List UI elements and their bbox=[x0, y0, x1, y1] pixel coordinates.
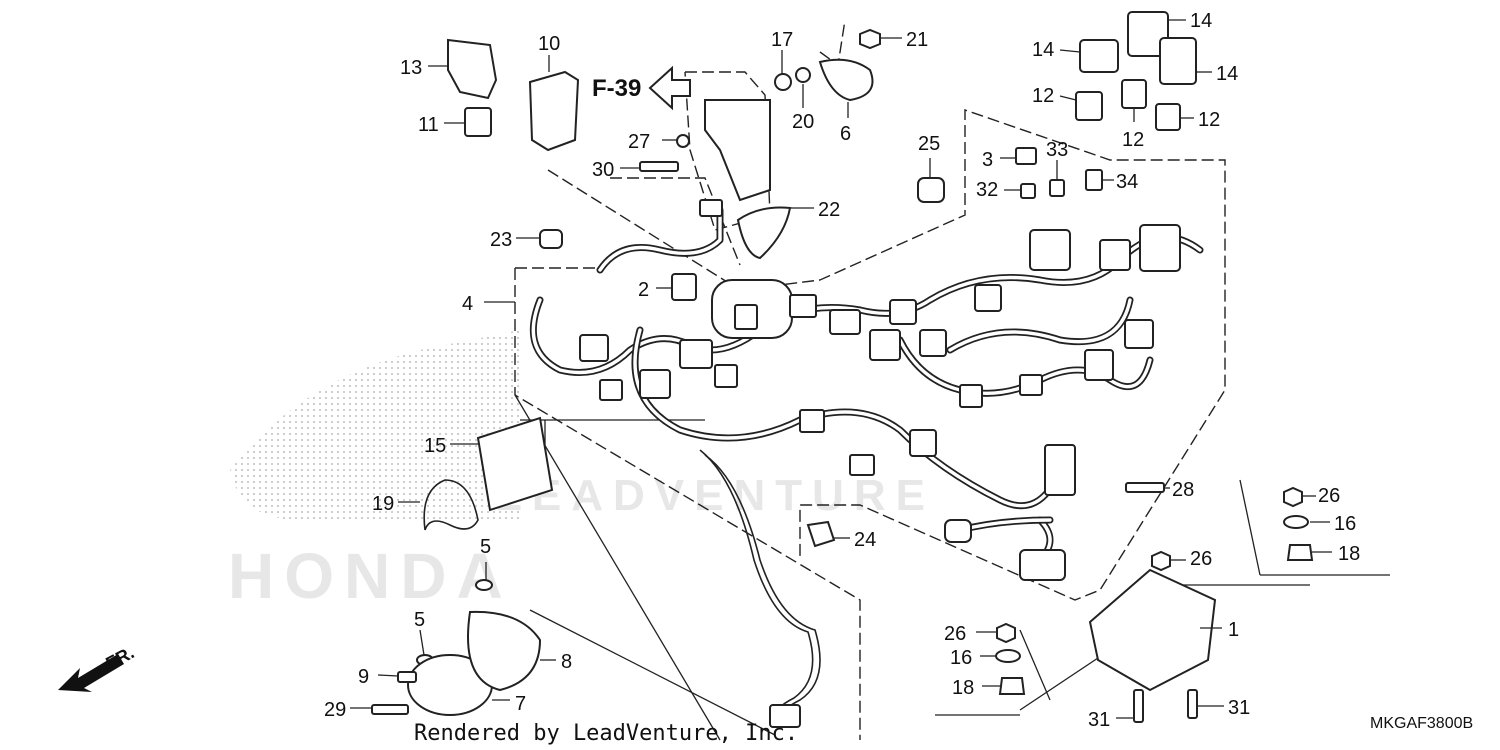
part-26-nut-b bbox=[1151, 550, 1171, 572]
part-12-relay-b bbox=[1121, 79, 1147, 109]
part-30-bolt bbox=[639, 161, 679, 172]
reference-arrow[interactable]: F-39 bbox=[592, 65, 691, 111]
part-26-nut-a bbox=[1283, 486, 1303, 508]
leadventure-watermark: LEADVENTURE bbox=[495, 471, 935, 520]
callout-30: 30 bbox=[592, 159, 614, 181]
callout-19: 19 bbox=[372, 493, 394, 515]
leader-lines bbox=[514, 394, 1390, 741]
callout-21: 21 bbox=[906, 29, 928, 51]
part-25-cap bbox=[917, 177, 945, 203]
part-5-washer-a bbox=[475, 579, 493, 591]
part-24-clip bbox=[806, 520, 836, 548]
part-18-grommet-a bbox=[1286, 544, 1314, 561]
part-9-screw bbox=[397, 671, 417, 683]
callout-3: 3 bbox=[982, 149, 993, 171]
callout-26-c: 26 bbox=[944, 623, 966, 645]
bracket bbox=[704, 99, 771, 202]
part-8-horn bbox=[467, 610, 542, 692]
callout-26-a: 26 bbox=[1318, 485, 1340, 507]
callout-10: 10 bbox=[538, 33, 560, 55]
callout-17: 17 bbox=[771, 29, 793, 51]
part-26-nut-c bbox=[996, 622, 1016, 644]
part-22-clamp bbox=[736, 206, 792, 260]
part-6-sensor bbox=[818, 58, 874, 102]
callout-23: 23 bbox=[490, 229, 512, 251]
part-21-nut bbox=[859, 28, 881, 50]
callout-31-a: 31 bbox=[1088, 709, 1110, 731]
callout-13: 13 bbox=[400, 57, 422, 79]
callout-5-top: 5 bbox=[480, 536, 491, 558]
callout-25: 25 bbox=[918, 133, 940, 155]
callout-20: 20 bbox=[792, 111, 814, 133]
callout-32: 32 bbox=[976, 179, 998, 201]
callout-1: 1 bbox=[1228, 619, 1239, 641]
part-13-relay-cover bbox=[447, 38, 498, 100]
callout-11: 11 bbox=[418, 114, 439, 136]
part-16-washer-a bbox=[1283, 515, 1309, 529]
callout-4: 4 bbox=[462, 293, 473, 315]
part-17-grommet bbox=[774, 73, 792, 91]
callout-14-a: 14 bbox=[1032, 39, 1054, 61]
parts bbox=[371, 11, 1314, 723]
callout-28: 28 bbox=[1172, 479, 1194, 501]
callout-2: 2 bbox=[638, 279, 649, 301]
callout-22: 22 bbox=[818, 199, 840, 221]
callout-18-b: 18 bbox=[952, 677, 974, 699]
part-15-ecu bbox=[476, 416, 554, 512]
callout-12-c: 12 bbox=[1198, 109, 1220, 131]
callout-7: 7 bbox=[515, 693, 526, 715]
part-32-fuse bbox=[1020, 183, 1036, 199]
part-19-stay bbox=[423, 479, 479, 531]
part-20-washer bbox=[795, 67, 811, 83]
callout-12-b: 12 bbox=[1122, 129, 1144, 151]
callout-16-a: 16 bbox=[1334, 513, 1356, 535]
footer-credit: Rendered by LeadVenture, Inc. bbox=[414, 721, 798, 746]
callout-9: 9 bbox=[358, 666, 369, 688]
part-23-band bbox=[539, 229, 563, 249]
part-12-relay-c bbox=[1155, 103, 1181, 131]
part-12-relay-a bbox=[1075, 91, 1103, 121]
part-33-fuse bbox=[1049, 179, 1065, 197]
callout-15: 15 bbox=[424, 435, 446, 457]
part-14-relay-c bbox=[1159, 37, 1197, 85]
callout-27: 27 bbox=[628, 131, 650, 153]
part-14-relay-b bbox=[1127, 11, 1169, 57]
brand-watermark-text: HONDA bbox=[228, 540, 513, 612]
part-31-bolt-a bbox=[1133, 689, 1144, 723]
callout-33: 33 bbox=[1046, 139, 1068, 161]
callout-26-b: 26 bbox=[1190, 548, 1212, 570]
callout-16-b: 16 bbox=[950, 647, 972, 669]
callout-5-bottom: 5 bbox=[414, 609, 425, 631]
callout-12-a: 12 bbox=[1032, 85, 1054, 107]
callout-6: 6 bbox=[840, 123, 851, 145]
reference-link-label: F-39 bbox=[592, 75, 641, 102]
part-10-relay-box bbox=[528, 70, 580, 152]
callout-24: 24 bbox=[854, 529, 876, 551]
part-28-bolt bbox=[1125, 482, 1165, 493]
brand-watermark: HONDA bbox=[228, 330, 520, 612]
part-11-relay bbox=[464, 107, 492, 137]
callout-29: 29 bbox=[324, 699, 346, 721]
part-3-fuse bbox=[1015, 147, 1037, 165]
assembly-outlines bbox=[514, 19, 1226, 740]
part-14-relay-a bbox=[1079, 39, 1119, 73]
wire-harness bbox=[529, 199, 1204, 728]
callout-18-a: 18 bbox=[1338, 543, 1360, 565]
part-18-grommet-b bbox=[998, 677, 1026, 695]
part-29-bolt bbox=[371, 704, 409, 715]
callout-8: 8 bbox=[561, 651, 572, 673]
callout-34: 34 bbox=[1116, 171, 1138, 193]
callout-14-b: 14 bbox=[1190, 10, 1212, 32]
part-1-regulator bbox=[1088, 568, 1217, 692]
callout-14-c: 14 bbox=[1216, 63, 1238, 85]
callouts: 1 2 3 4 5 5 6 7 8 9 10 11 12 12 12 12 13 bbox=[324, 10, 1360, 731]
part-2-relay bbox=[671, 273, 697, 301]
part-31-bolt-b bbox=[1187, 689, 1198, 719]
diagram-code: MKGAF3800B bbox=[1370, 715, 1473, 732]
part-34-fuse bbox=[1085, 169, 1103, 191]
callout-31-b: 31 bbox=[1228, 697, 1250, 719]
part-16-washer-b bbox=[995, 649, 1021, 663]
front-marker: FR. bbox=[58, 642, 137, 692]
